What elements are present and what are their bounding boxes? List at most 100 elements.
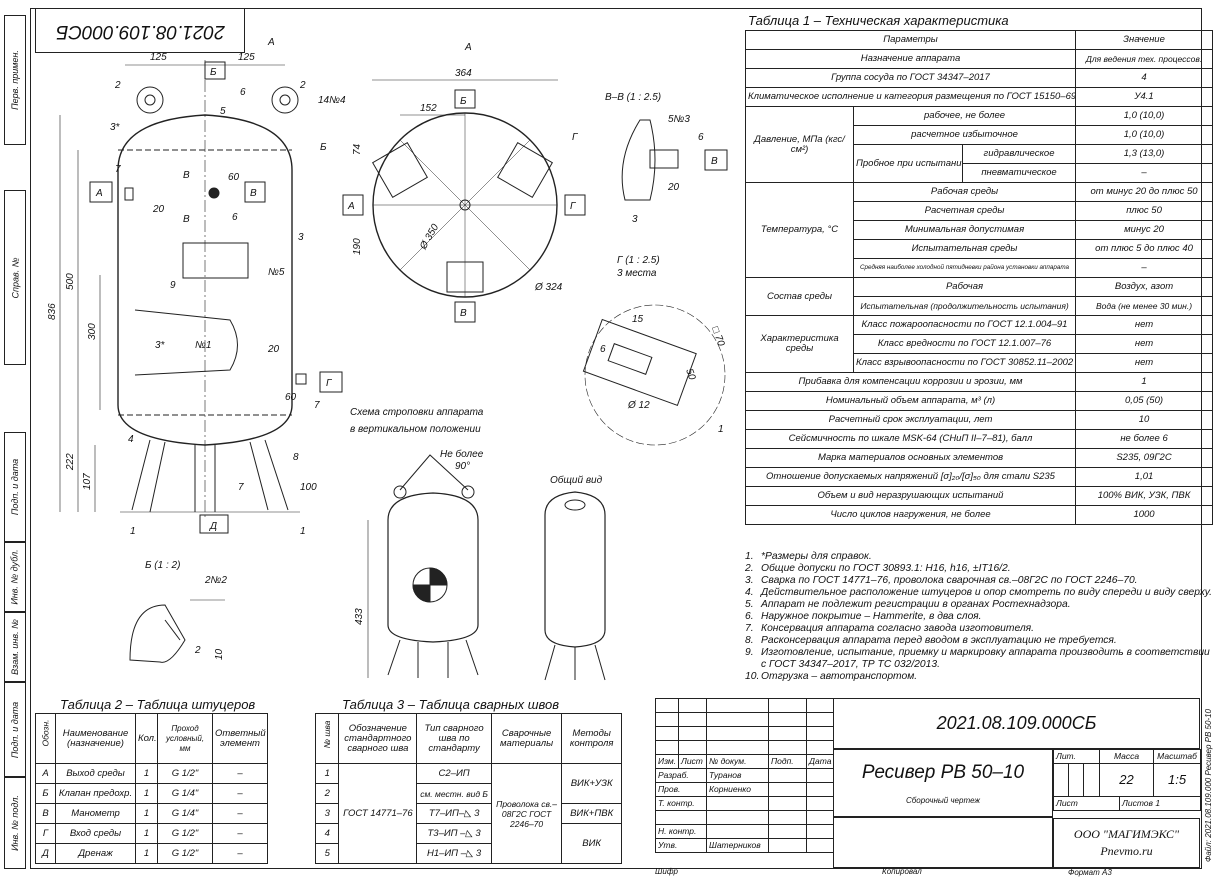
table2-nozzles: Обозн.Наименование (назначение)Кол.Прохо… <box>35 713 268 864</box>
strip-dup-inv: Инв. № дубл. <box>4 542 26 612</box>
dim-190: 190 <box>352 238 363 255</box>
t1-param: Марка материалов основных элементов <box>744 448 1077 468</box>
nozzle-n1: №1 <box>195 340 211 351</box>
detail-g <box>582 304 726 446</box>
t1-param: Минимальная допустимая <box>852 220 1077 240</box>
empty-cell <box>833 817 1053 868</box>
t1-value: – <box>1075 163 1214 183</box>
label-b: Б <box>320 142 327 153</box>
section-v: В <box>183 170 190 181</box>
t1-value: У4.1 <box>1075 87 1214 107</box>
note: 7.Консервация аппарата согласно завода и… <box>745 623 1035 634</box>
t1-param: Назначение аппарата <box>744 49 1077 69</box>
nozzle-n3: 5№3 <box>668 114 690 125</box>
mass-value: 22 <box>1099 763 1155 797</box>
dim-300: 300 <box>87 323 98 340</box>
t2-header: Проход условный, мм <box>157 713 213 764</box>
t1-medium-label: Состав среды <box>745 277 854 316</box>
sling-caption-2: в вертикальном положении <box>350 424 481 435</box>
nozzle-v: В <box>250 188 257 199</box>
callout-4: 4 <box>128 434 134 445</box>
t3-material: Проволока св.–08Г2С ГОСТ 2246–70 <box>490 763 563 864</box>
cipher-label: Шифр <box>655 867 678 876</box>
t1-value: 0,05 (50) <box>1075 391 1214 411</box>
dim-50: 50 <box>683 367 697 382</box>
t1-param: Средняя наиболее холодной пятидневки рай… <box>852 258 1077 278</box>
t3-header: Методы контроля <box>561 713 622 764</box>
signature-row <box>655 810 834 825</box>
sheet-label: Лист <box>1052 796 1121 811</box>
t1-value: 1,0 (10,0) <box>1075 106 1214 126</box>
detail-g-labels: 15 6 50 □ 70 Ø 12 1 <box>600 314 726 435</box>
section-g-places: 3 места <box>617 268 657 279</box>
dim-433: 433 <box>354 608 365 625</box>
t1-value: минус 20 <box>1075 220 1214 240</box>
strip-sign-date-2: Подп. и дата <box>4 682 26 777</box>
t1-value: 1000 <box>1075 505 1214 525</box>
mass-label: Масса <box>1099 749 1155 764</box>
front-view-labels: 125 125 Б А 2 2 14№4 Б 3* А В В В 20 60 … <box>47 37 346 537</box>
t1-value: плюс 50 <box>1075 201 1214 221</box>
dim-2: 2 <box>194 645 201 656</box>
t1-param: Класс взрывоопасности по ГОСТ 30852.11–2… <box>852 353 1077 373</box>
scale-value: 1:5 <box>1153 763 1202 797</box>
signature-row: Пров.Корниенко <box>655 782 834 797</box>
t1-param: расчетное избыточное <box>852 125 1077 145</box>
dim-500: 500 <box>65 273 76 290</box>
callout-3: 3 <box>298 232 304 243</box>
t1-param: Расчетная среды <box>852 201 1077 221</box>
callout-1: 1 <box>718 424 724 435</box>
callout-1: 1 <box>130 526 136 537</box>
scale-label: Масштаб <box>1153 749 1202 764</box>
t1-value: нет <box>1075 334 1214 354</box>
table1-title: Таблица 1 – Техническая характеристика <box>748 13 1009 28</box>
note: 10.Отгрузка – автотранспортом. <box>745 671 918 682</box>
callout-7: 7 <box>238 482 244 493</box>
t1-param: Рабочая <box>852 277 1077 297</box>
strip-label: Подп. и дата <box>10 701 20 758</box>
sling-caption: Схема строповки аппарата в вертикальном … <box>350 407 603 486</box>
section-v: В <box>183 214 190 225</box>
note: 6.Наружное покрытие – Hammerite, в два с… <box>745 611 982 622</box>
section-vv <box>621 119 679 201</box>
t1-param: Рабочая среды <box>852 182 1077 202</box>
dim-222: 222 <box>65 453 76 471</box>
strip-replace-inv: Взам. инв. № <box>4 612 26 682</box>
dim-60: 60 <box>228 172 240 183</box>
t2-header: Наименование (назначение) <box>55 713 136 764</box>
t1-value: нет <box>1075 353 1214 373</box>
t1-param: рабочее, не более <box>852 106 1077 126</box>
t3-standard: ГОСТ 14771–76 <box>338 763 418 864</box>
section-vv-labels: В–В (1 : 2.5) 5№3 6 В 20 3 Г (1 : 2.5) 3… <box>605 92 728 279</box>
t1-param: Объем и вид неразрушающих испытаний <box>744 486 1077 506</box>
dim-125: 125 <box>150 52 167 63</box>
nozzle-a: А <box>347 201 355 212</box>
detail-b-title: Б (1 : 2) <box>145 560 180 571</box>
callout-9: 9 <box>170 280 176 291</box>
t1-test-label: Пробное при испытании <box>853 144 963 183</box>
note: 2.Общие допуски по ГОСТ 30893.1: H16, h1… <box>745 563 1011 574</box>
callout-2: 2 <box>114 80 121 91</box>
detail-b <box>129 599 225 663</box>
t1-param: гидравлическое <box>961 144 1077 164</box>
t3-method: ВИК <box>561 823 622 864</box>
vessel-front-view <box>117 60 307 534</box>
lit-label: Лит. <box>1052 749 1101 764</box>
table3-title: Таблица 3 – Таблица сварных швов <box>342 697 560 712</box>
dim-125: 125 <box>238 52 255 63</box>
callout-6: 6 <box>240 87 246 98</box>
t1-param: Испытательная среды <box>852 239 1077 259</box>
strip-label: Инв. № подл. <box>10 795 21 851</box>
view-g-ref: Г <box>572 132 579 143</box>
nozzle-g: Г <box>570 201 577 212</box>
vessel-general-view <box>544 491 606 681</box>
